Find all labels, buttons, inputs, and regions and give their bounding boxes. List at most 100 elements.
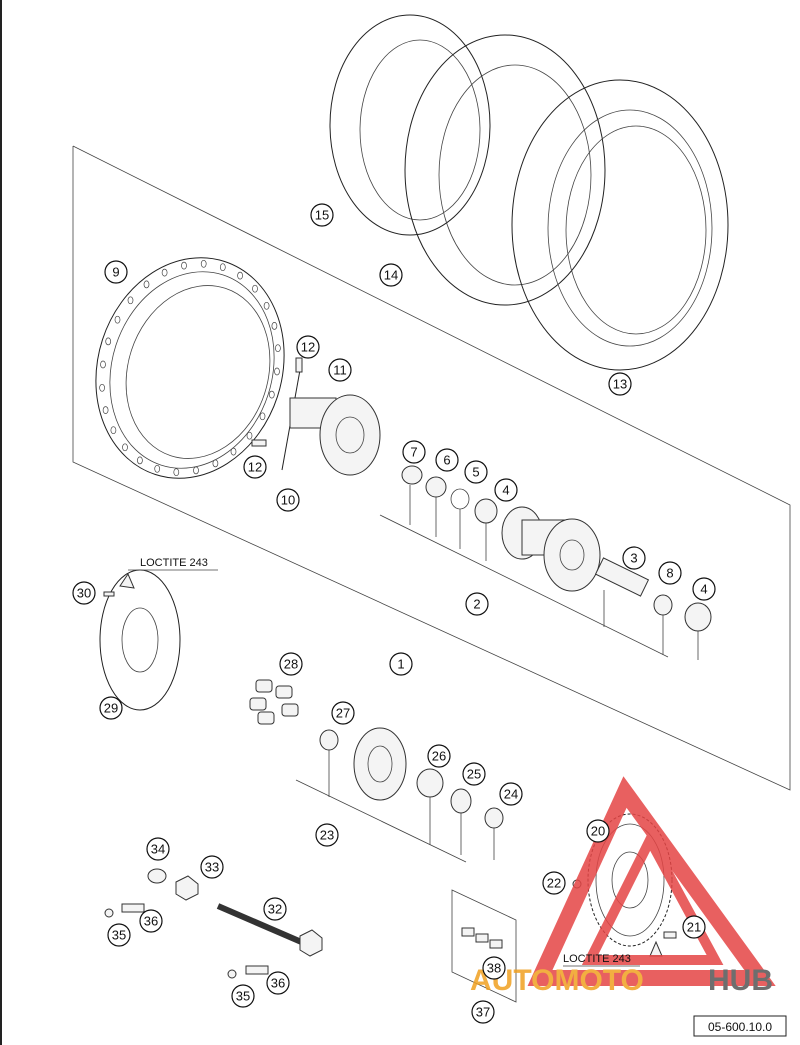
assembly-outline [72, 145, 791, 791]
callout-number: 20 [591, 824, 605, 839]
callout-number: 34 [151, 842, 165, 857]
callout-circle [464, 460, 488, 484]
callout-34: 34 [146, 837, 170, 861]
screw-36-bottom [245, 965, 269, 975]
callout-number: 27 [336, 706, 350, 721]
watermark-triangle-inner [581, 829, 724, 965]
callout-number: 30 [77, 586, 91, 601]
callout-number: 35 [112, 928, 126, 943]
carrier-23 [353, 727, 407, 801]
callout-circle [622, 546, 646, 570]
watermark-text-2: HUB [708, 964, 773, 997]
callout-5: 5 [464, 460, 488, 484]
callout-27: 27 [331, 701, 355, 725]
callout-4: 4 [494, 478, 518, 502]
part-callouts: 1234456789101112121314152021222324252627… [72, 203, 716, 1024]
bolt-21 [663, 931, 677, 939]
rim-hole [268, 390, 275, 399]
callout-circle [296, 335, 320, 359]
callout-8: 8 [658, 561, 682, 585]
callout-3: 3 [622, 546, 646, 570]
callout-38: 38 [482, 956, 506, 980]
callout-circle [462, 762, 486, 786]
tire-14 [404, 34, 606, 306]
callout-circle [379, 263, 403, 287]
callout-circle [263, 897, 287, 921]
callout-13: 13 [608, 372, 632, 396]
bearing-4-left [474, 498, 498, 524]
rim-hole [122, 443, 128, 452]
nipple-12-top [295, 357, 303, 373]
callout-number: 8 [666, 566, 673, 581]
rim-hole [246, 431, 253, 440]
callout-36: 36 [266, 971, 290, 995]
callout-2: 2 [465, 592, 489, 616]
watermark-triangle-outer [527, 776, 776, 986]
callout-circle [107, 923, 131, 947]
circlip-5 [450, 488, 470, 510]
callout-11: 11 [328, 358, 352, 382]
callout-circle [200, 855, 224, 879]
rim-hole [230, 447, 237, 456]
callout-circle [542, 871, 566, 895]
callout-circle [435, 448, 459, 472]
seal-7 [401, 465, 423, 485]
callout-number: 4 [700, 582, 707, 597]
callout-36: 36 [139, 909, 163, 933]
nut-35-top [104, 908, 114, 918]
sleeve-3 [594, 557, 650, 597]
callout-number: 12 [248, 460, 262, 475]
callout-32: 32 [263, 897, 287, 921]
rim-hole [259, 412, 266, 421]
loctite-note-top: LOCTITE 243 [140, 557, 208, 569]
adjuster-33 [175, 875, 199, 901]
callout-number: 3 [630, 551, 637, 566]
callout-circle [243, 455, 267, 479]
callout-circle [427, 744, 451, 768]
callout-4: 4 [692, 577, 716, 601]
dampers-28 [249, 679, 299, 725]
leader-rail-lower [295, 779, 467, 863]
callout-number: 35 [236, 989, 250, 1004]
callout-number: 32 [268, 902, 282, 917]
callout-circle [328, 358, 352, 382]
rim-hole [100, 360, 106, 369]
callout-number: 36 [271, 976, 285, 991]
callout-15: 15 [310, 203, 334, 227]
callout-29: 29 [99, 696, 123, 720]
rim-hole [173, 468, 180, 477]
callout-number: 10 [281, 493, 295, 508]
nipple-12-left [251, 439, 267, 447]
rim-9 [95, 257, 285, 479]
callout-24: 24 [499, 782, 523, 806]
callout-number: 28 [284, 657, 298, 672]
callout-circle [499, 782, 523, 806]
rim-hole [105, 337, 112, 346]
tire-13 [511, 79, 729, 371]
rim-hole [200, 259, 207, 268]
loctite-note-bottom: LOCTITE 243 [563, 953, 631, 965]
callout-number: 5 [472, 465, 479, 480]
callout-23: 23 [315, 823, 339, 847]
callout-number: 26 [432, 749, 446, 764]
callout-number: 14 [384, 268, 398, 283]
callout-circle [279, 652, 303, 676]
callout-circle [231, 984, 255, 1008]
rim-hole [271, 322, 278, 330]
callout-circle [276, 488, 300, 512]
callout-circle [266, 971, 290, 995]
callout-circle [692, 577, 716, 601]
watermark: AUTOMOTO HUB [470, 776, 776, 997]
callout-number: 15 [315, 208, 329, 223]
callout-circle [465, 592, 489, 616]
callout-20: 20 [586, 819, 610, 843]
callout-number: 38 [487, 961, 501, 976]
spacer-27 [319, 729, 339, 751]
callout-number: 24 [504, 787, 518, 802]
callout-number: 23 [320, 828, 334, 843]
rim-hole [102, 406, 109, 414]
callout-10: 10 [276, 488, 300, 512]
bearing-26 [416, 768, 444, 798]
rim-holes [99, 259, 281, 477]
